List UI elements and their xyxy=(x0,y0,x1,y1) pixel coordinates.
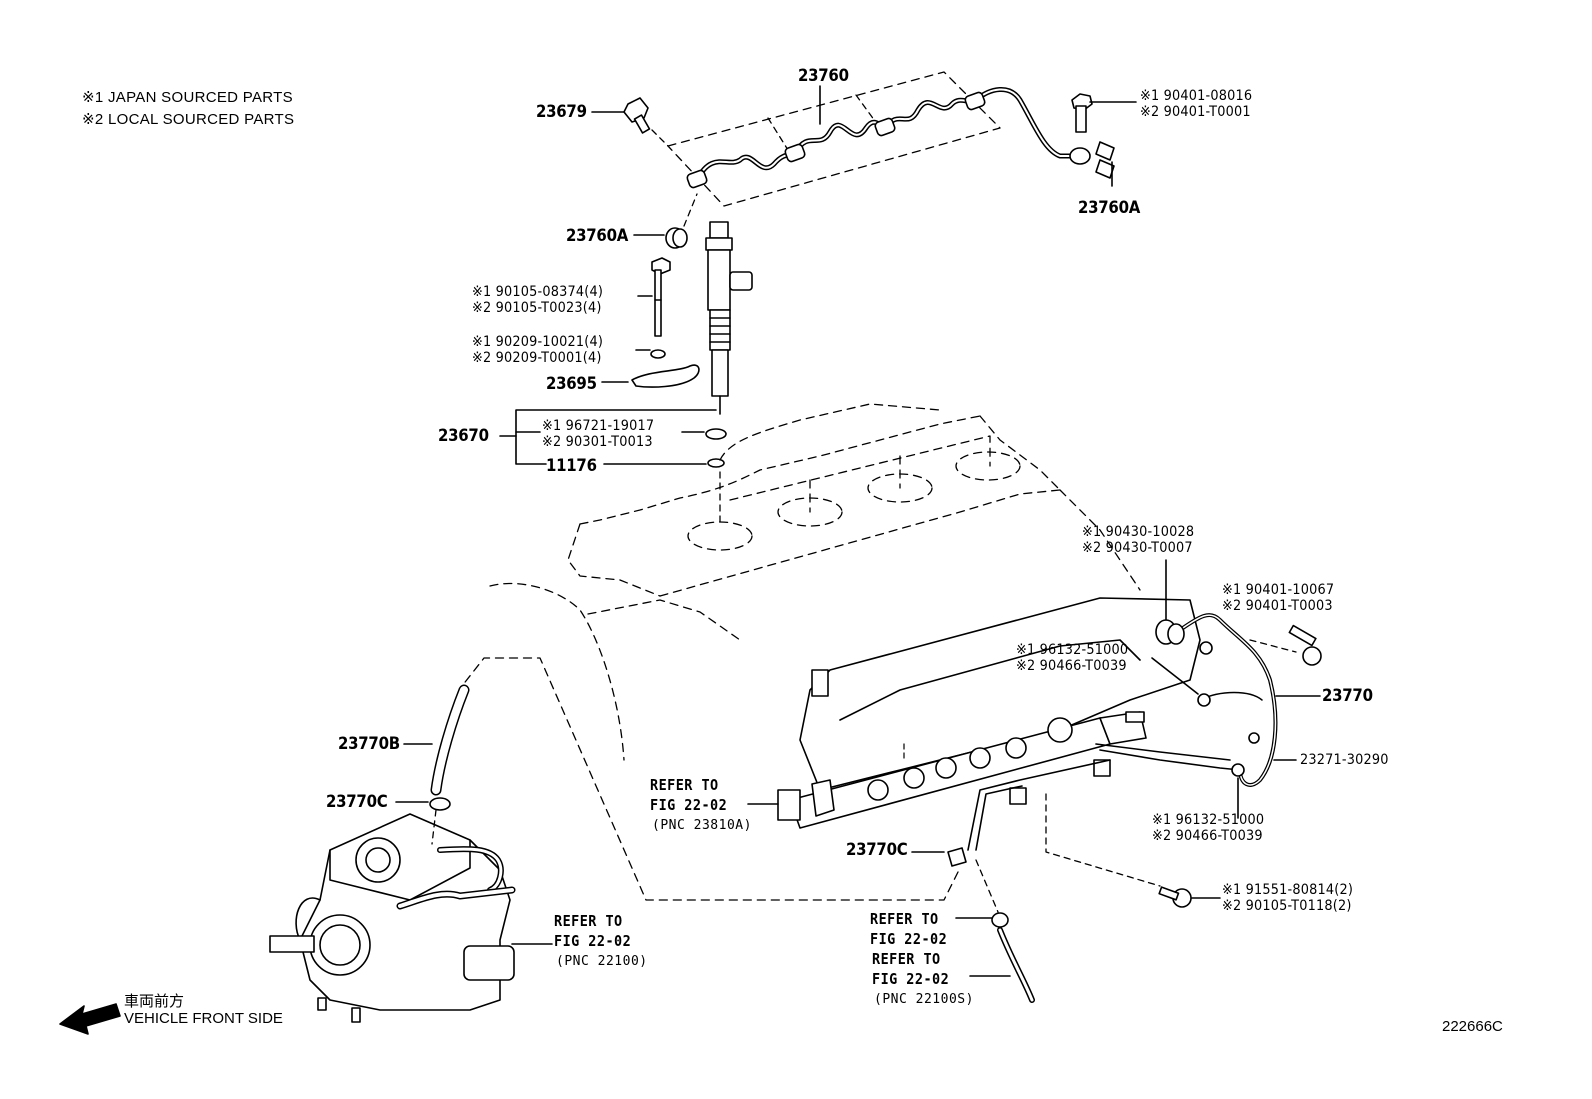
label-23670: 23670 xyxy=(438,426,489,446)
fuel-hose-23770C xyxy=(461,657,1035,1003)
label-90430-10028: ※1 90430-10028 xyxy=(1082,524,1195,540)
refer-22100S-line1: REFER TO xyxy=(872,950,941,968)
refer-22100-line1: REFER TO xyxy=(554,912,623,930)
supply-pump xyxy=(269,684,553,1023)
label-90105-T0118: ※2 90105-T0118(2) xyxy=(1222,898,1352,914)
refer-23810A-line1: REFER TO xyxy=(650,776,719,794)
label-23760: 23760 xyxy=(798,66,849,86)
label-90430-T0007: ※2 90430-T0007 xyxy=(1082,540,1193,556)
union-bolt-90401-10067 xyxy=(1288,624,1322,666)
injection-pipe-assembly xyxy=(667,71,1115,207)
refer-upper-line2: FIG 22-02 xyxy=(870,930,948,948)
label-96721-19017: ※1 96721-19017 xyxy=(542,418,655,434)
label-23770C-mid: 23770C xyxy=(846,840,908,860)
label-90301-T0013: ※2 90301-T0013 xyxy=(542,434,653,450)
label-90401-T0003: ※2 90401-T0003 xyxy=(1222,598,1333,614)
front-arrow-icon xyxy=(59,1003,121,1035)
label-90466-T0039-upper: ※2 90466-T0039 xyxy=(1016,658,1127,674)
label-90209-10021: ※1 90209-10021(4) xyxy=(472,334,604,350)
refer-upper-line1: REFER TO xyxy=(870,910,939,928)
engine-head-outline xyxy=(489,403,1141,761)
label-23770B: 23770B xyxy=(338,734,400,754)
bracket-23670 xyxy=(499,409,727,523)
refer-22100-line2: FIG 22-02 xyxy=(554,932,632,950)
label-90401-08016: ※1 90401-08016 xyxy=(1140,88,1253,104)
gasket-23760A xyxy=(633,193,698,249)
label-90466-T0039-lower: ※2 90466-T0039 xyxy=(1152,828,1263,844)
common-rail-assembly xyxy=(747,597,1201,851)
refer-22100-line3: (PNC 22100) xyxy=(556,954,648,969)
label-90105-T0023: ※2 90105-T0023(4) xyxy=(472,300,602,316)
label-23760A-left: 23760A xyxy=(566,226,629,246)
refer-22100S-line3: (PNC 22100S) xyxy=(874,992,974,1007)
label-23770C-left: 23770C xyxy=(326,792,388,812)
figure-code: 222666C xyxy=(1442,1018,1503,1035)
bolt-91551 xyxy=(1045,793,1221,908)
note-local-sourced: ※2 LOCAL SOURCED PARTS xyxy=(82,111,295,128)
vehicle-front-en: VEHICLE FRONT SIDE xyxy=(124,1010,283,1027)
label-11176: 11176 xyxy=(546,456,597,476)
bolt-90105 xyxy=(635,257,671,359)
label-23695: 23695 xyxy=(546,374,597,394)
label-90401-10067: ※1 90401-10067 xyxy=(1222,582,1335,598)
union-bolt-90401 xyxy=(1071,93,1137,187)
label-23679: 23679 xyxy=(536,102,587,122)
note-japan-sourced: ※1 JAPAN SOURCED PARTS xyxy=(82,89,293,106)
refer-23810A-line2: FIG 22-02 xyxy=(650,796,728,814)
refer-23810A-line3: (PNC 23810A) xyxy=(652,818,752,833)
label-96132-51000-upper: ※1 96132-51000 xyxy=(1016,642,1129,658)
label-90401-T0001: ※2 90401-T0001 xyxy=(1140,104,1251,120)
label-90209-T0001: ※2 90209-T0001(4) xyxy=(472,350,602,366)
label-90105-08374: ※1 90105-08374(4) xyxy=(472,284,604,300)
banjo-bolt-23679 xyxy=(591,97,669,147)
label-23760A-right: 23760A xyxy=(1078,198,1141,218)
fuel-injector xyxy=(705,221,753,415)
refer-22100S-line2: FIG 22-02 xyxy=(872,970,950,988)
label-96132-51000-lower: ※1 96132-51000 xyxy=(1152,812,1265,828)
injector-clamp-23695 xyxy=(601,364,700,388)
return-hoses xyxy=(1095,559,1321,819)
vehicle-front-jp: 車両前方 xyxy=(124,993,185,1010)
label-91551-80814: ※1 91551-80814(2) xyxy=(1222,882,1354,898)
label-23271-30290: 23271-30290 xyxy=(1300,752,1389,768)
label-23770: 23770 xyxy=(1322,686,1373,706)
